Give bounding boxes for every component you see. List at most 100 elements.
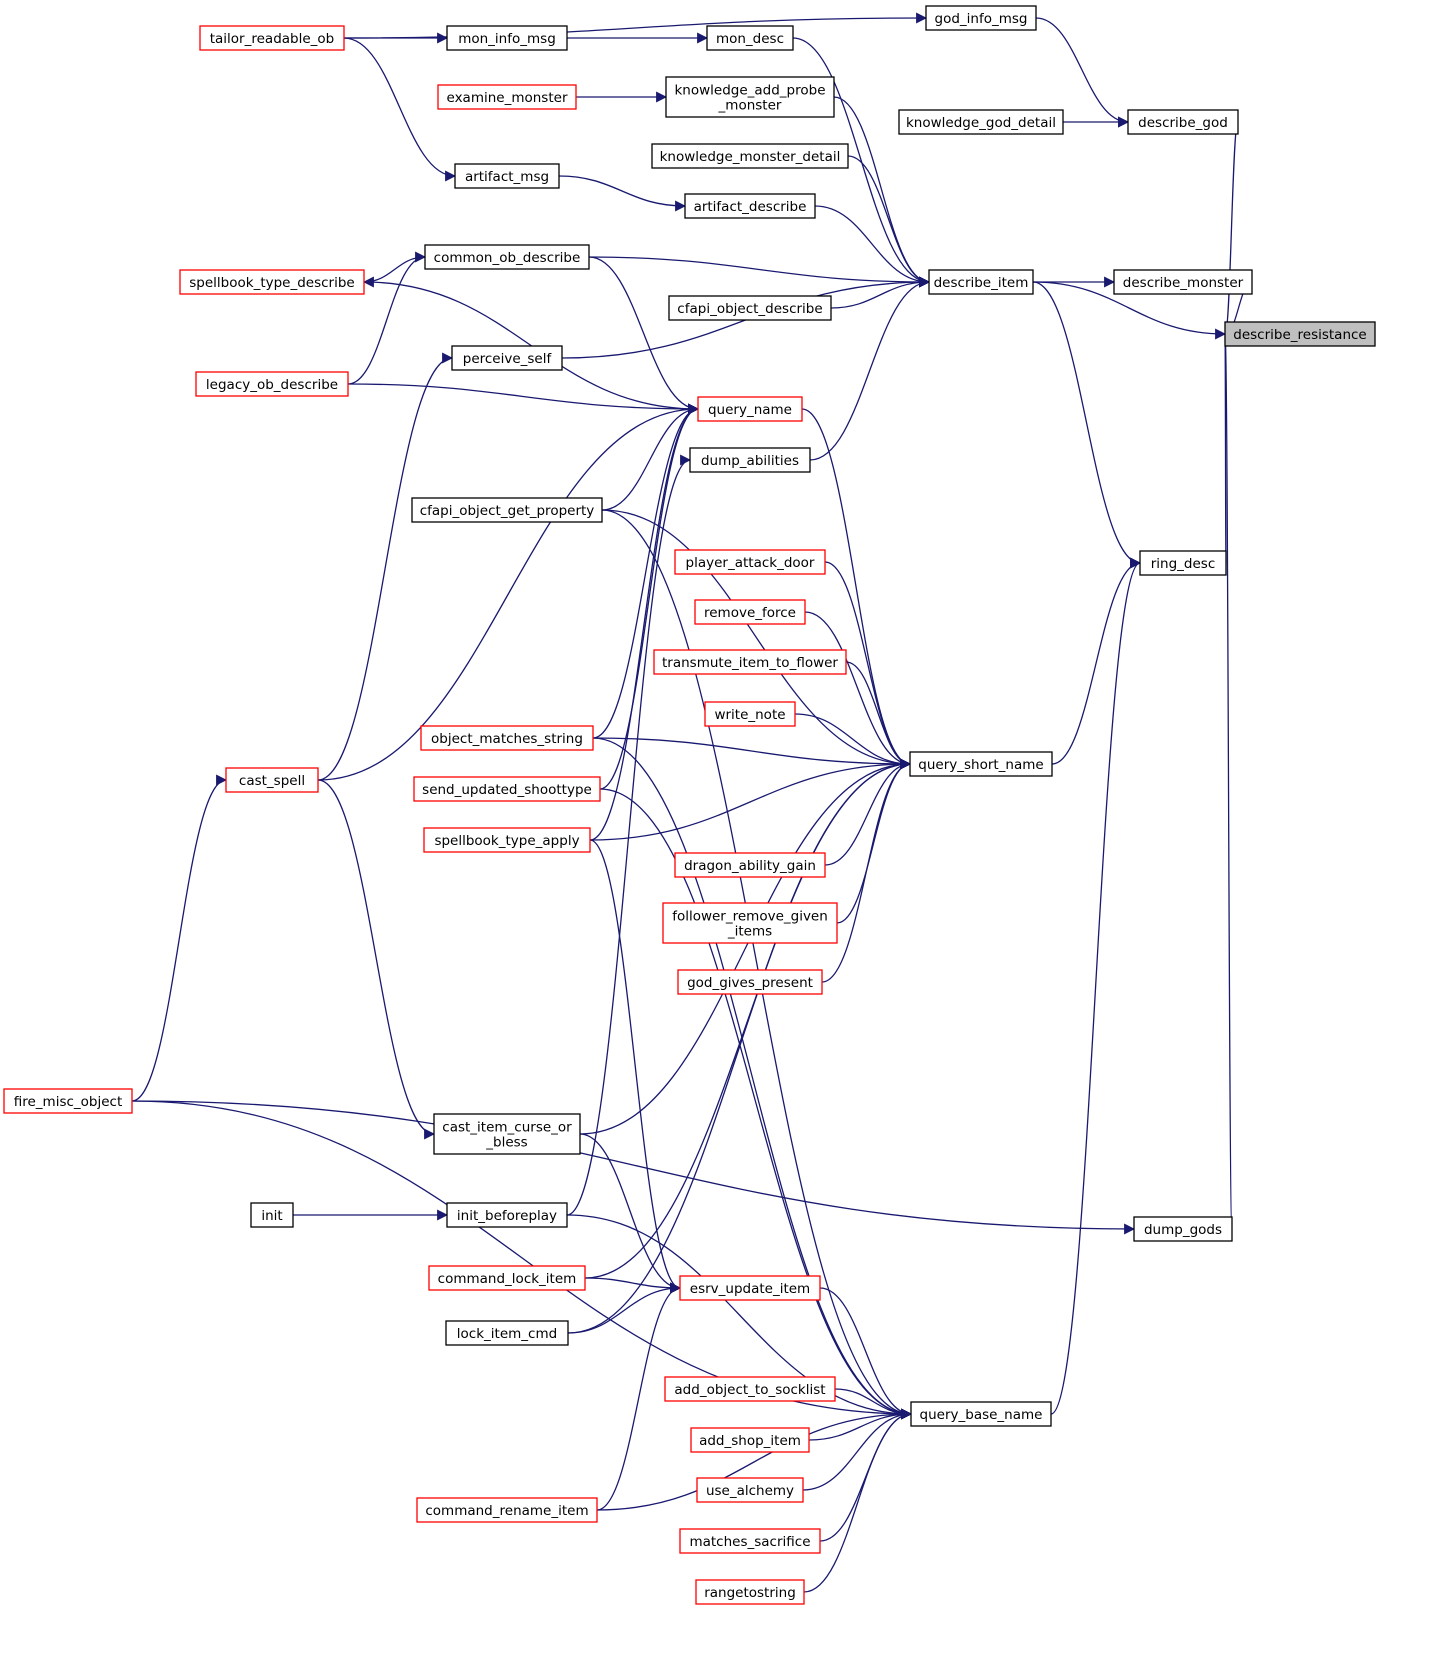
node-esrv_update_item[interactable]: esrv_update_item [679, 1275, 821, 1301]
edge-cfapi_object_get_property-to-query_base_name [601, 509, 913, 1420]
node-label: remove_force [704, 605, 796, 621]
node-box [446, 1202, 568, 1228]
edge-dump_gods-to-describe_resistance [1223, 331, 1237, 1230]
node-init_beforeplay[interactable]: init_beforeplay [446, 1202, 568, 1228]
node-matches_sacrifice[interactable]: matches_sacrifice [679, 1528, 821, 1554]
node-examine_monster[interactable]: examine_monster [437, 84, 577, 110]
node-label: fire_misc_object [14, 1094, 123, 1110]
node-mon_desc[interactable]: mon_desc [706, 25, 794, 51]
node-box [928, 269, 1034, 295]
node-god_gives_present[interactable]: god_gives_present [677, 969, 823, 995]
node-dump_abilities[interactable]: dump_abilities [689, 447, 811, 473]
node-label: mon_desc [716, 31, 784, 47]
edge-cfapi_object_get_property-to-query_name [601, 403, 700, 511]
node-box [420, 725, 594, 751]
edge-add_shop_item-to-query_base_name [808, 1408, 913, 1441]
node-label: query_base_name [920, 1407, 1043, 1423]
edge-object_matches_string-to-query_base_name [592, 737, 913, 1420]
node-follower_remove_given_items[interactable]: follower_remove_given_items [662, 902, 838, 944]
node-box [679, 1275, 821, 1301]
node-add_object_to_socklist[interactable]: add_object_to_socklist [664, 1376, 836, 1402]
node-label: use_alchemy [706, 1483, 794, 1499]
edge-init_beforeplay-to-query_base_name [566, 1214, 913, 1420]
node-box [1127, 109, 1239, 135]
node-label: artifact_msg [465, 169, 549, 185]
node-command_lock_item[interactable]: command_lock_item [428, 1265, 586, 1291]
node-perceive_self[interactable]: perceive_self [451, 345, 563, 371]
node-label: esrv_update_item [690, 1281, 810, 1297]
node-box [3, 1088, 133, 1114]
node-box [674, 852, 826, 878]
node-remove_force[interactable]: remove_force [694, 599, 806, 625]
node-transmute_item_to_flower[interactable]: transmute_item_to_flower [653, 649, 847, 675]
node-label: tailor_readable_ob [210, 31, 335, 47]
node-init[interactable]: init [250, 1202, 294, 1228]
node-box [696, 1477, 804, 1503]
edge-object_matches_string-to-query_short_name [592, 737, 912, 770]
node-object_matches_string[interactable]: object_matches_string [420, 725, 594, 751]
node-box [446, 25, 568, 51]
node-send_updated_shoottype[interactable]: send_updated_shoottype [413, 776, 601, 802]
edge-describe_item-to-describe_resistance [1032, 281, 1227, 340]
node-label: init_beforeplay [457, 1208, 557, 1224]
node-ring_desc[interactable]: ring_desc [1139, 550, 1227, 576]
node-label: object_matches_string [431, 731, 583, 747]
node-dragon_ability_gain[interactable]: dragon_ability_gain [674, 852, 826, 878]
node-lock_item_cmd[interactable]: lock_item_cmd [445, 1320, 569, 1346]
node-label: _bless [485, 1135, 527, 1151]
node-box [674, 549, 826, 575]
node-query_name[interactable]: query_name [697, 396, 803, 422]
edge-cast_spell-to-perceive_self [317, 352, 454, 781]
node-describe_item[interactable]: describe_item [928, 269, 1034, 295]
node-cfapi_object_describe[interactable]: cfapi_object_describe [668, 295, 832, 321]
node-label: describe_monster [1123, 275, 1244, 291]
node-mon_info_msg[interactable]: mon_info_msg [446, 25, 568, 51]
node-knowledge_monster_detail[interactable]: knowledge_monster_detail [651, 143, 849, 169]
node-cast_spell[interactable]: cast_spell [225, 767, 319, 793]
node-box [689, 447, 811, 473]
edge-describe_god-to-describe_resistance [1223, 121, 1239, 340]
node-knowledge_god_detail[interactable]: knowledge_god_detail [898, 109, 1064, 135]
node-describe_resistance[interactable]: describe_resistance [1224, 321, 1376, 347]
node-spellbook_type_describe[interactable]: spellbook_type_describe [179, 269, 365, 295]
node-write_note[interactable]: write_note [704, 701, 796, 727]
edge-artifact_describe-to-describe_item [814, 205, 931, 288]
node-box [428, 1265, 586, 1291]
node-spellbook_type_apply[interactable]: spellbook_type_apply [423, 827, 591, 853]
node-label: add_shop_item [699, 1433, 801, 1449]
node-label: dump_gods [1144, 1222, 1222, 1238]
node-artifact_msg[interactable]: artifact_msg [454, 163, 560, 189]
node-player_attack_door[interactable]: player_attack_door [674, 549, 826, 575]
node-command_rename_item[interactable]: command_rename_item [416, 1497, 598, 1523]
node-dump_gods[interactable]: dump_gods [1133, 1216, 1233, 1242]
edge-spellbook_type_apply-to-esrv_update_item [589, 839, 682, 1294]
node-label: knowledge_add_probe [674, 83, 825, 99]
edge-god_info_msg-to-describe_god [1035, 17, 1130, 128]
edge-lock_item_cmd-to-query_short_name [567, 758, 912, 1334]
node-label: ring_desc [1151, 556, 1216, 572]
node-label: _monster [718, 98, 782, 114]
edge-knowledge_monster_detail-to-describe_item [847, 155, 931, 288]
node-rangetostring[interactable]: rangetostring [695, 1579, 805, 1605]
node-artifact_describe[interactable]: artifact_describe [684, 193, 816, 219]
node-add_shop_item[interactable]: add_shop_item [690, 1427, 810, 1453]
node-common_ob_describe[interactable]: common_ob_describe [424, 244, 590, 270]
edge-tailor_readable_ob-to-god_info_msg [343, 12, 928, 39]
node-use_alchemy[interactable]: use_alchemy [696, 1477, 804, 1503]
node-cast_item_curse_or_bless[interactable]: cast_item_curse_or_bless [433, 1113, 581, 1155]
node-legacy_ob_describe[interactable]: legacy_ob_describe [195, 371, 349, 397]
node-god_info_msg[interactable]: god_info_msg [925, 5, 1037, 31]
node-describe_monster[interactable]: describe_monster [1113, 269, 1253, 295]
node-describe_god[interactable]: describe_god [1127, 109, 1239, 135]
node-tailor_readable_ob[interactable]: tailor_readable_ob [199, 25, 345, 51]
node-query_base_name[interactable]: query_base_name [910, 1401, 1052, 1427]
node-cfapi_object_get_property[interactable]: cfapi_object_get_property [411, 497, 603, 523]
node-fire_misc_object[interactable]: fire_misc_object [3, 1088, 133, 1114]
edge-describe_item-to-ring_desc [1032, 281, 1142, 569]
node-box [677, 969, 823, 995]
edge-esrv_update_item-to-query_base_name [819, 1287, 913, 1420]
node-query_short_name[interactable]: query_short_name [909, 751, 1053, 777]
node-knowledge_add_probe_monster[interactable]: knowledge_add_probe_monster [665, 76, 835, 118]
edge-cast_item_curse_or_bless-to-query_short_name [579, 758, 912, 1135]
